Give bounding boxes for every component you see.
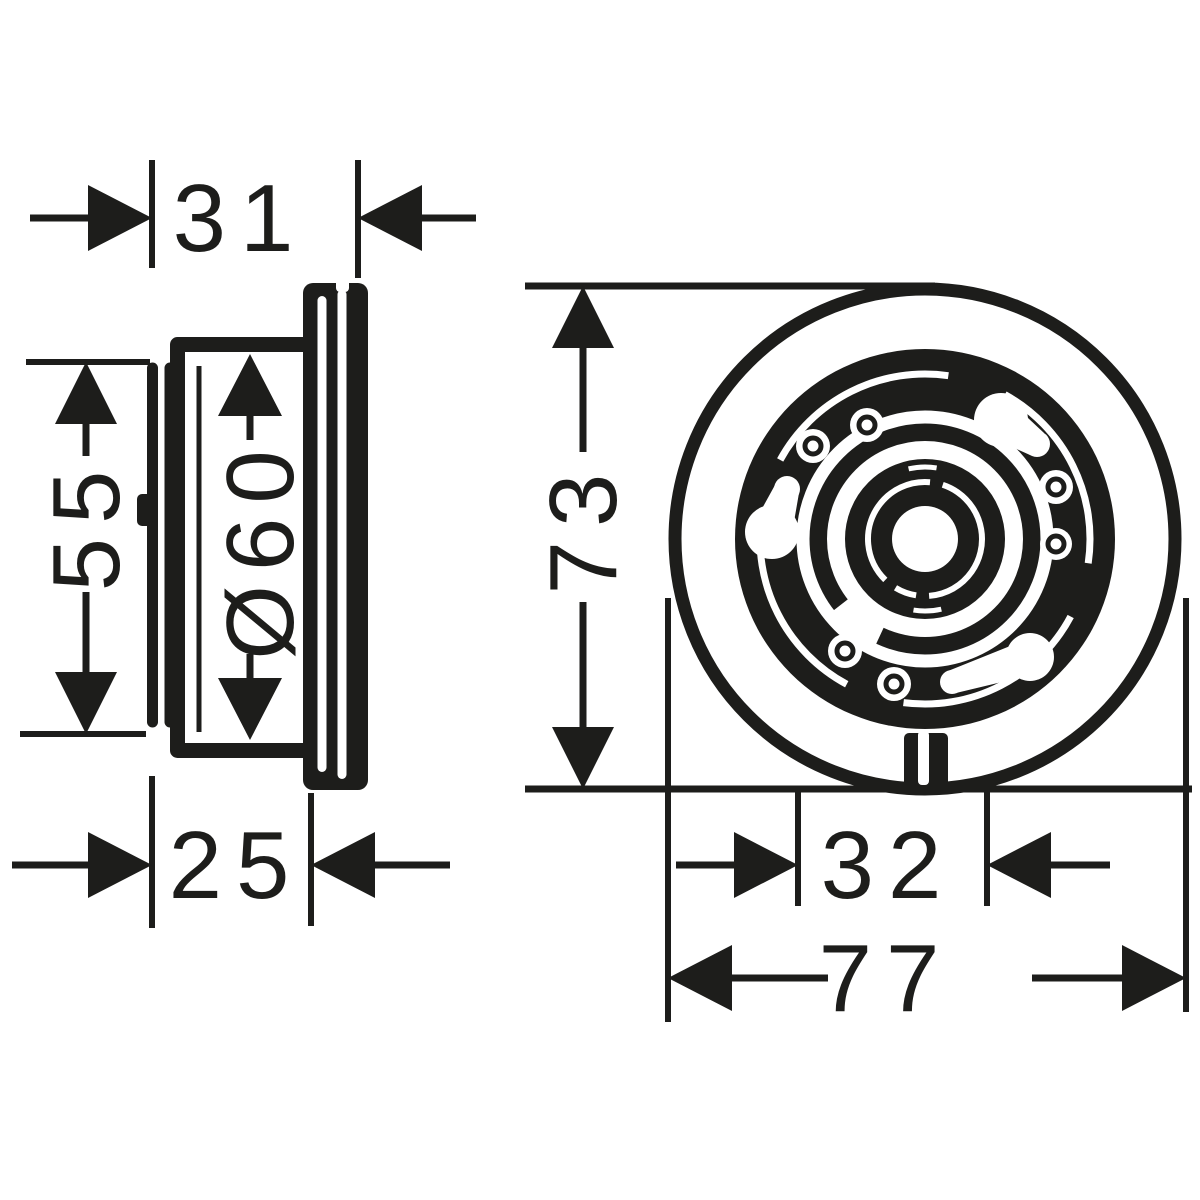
dim-55-label: 55 [33, 457, 140, 592]
keyhole-slot-lower-right [940, 633, 1054, 694]
dim-25-label: 25 [169, 812, 304, 919]
hub-dashed-circle [865, 479, 985, 599]
dim-60: Ø60 [207, 354, 314, 740]
plate-gap-line-2 [337, 290, 347, 779]
dim-60-label: Ø60 [207, 436, 314, 659]
dim-31: 31 [30, 160, 476, 278]
dim-32-label: 32 [821, 812, 956, 919]
ring-separation-inner [827, 441, 1023, 637]
dim-31-label: 31 [173, 165, 308, 272]
hub-dash-marks [850, 464, 1000, 614]
keyhole-slot-upper-right [974, 393, 1050, 457]
sleeve-body-outline [170, 337, 314, 758]
wall-flange-section [147, 362, 176, 728]
dim-32: 32 [676, 791, 1110, 919]
screw-holes [796, 408, 1073, 701]
center-opening [892, 506, 958, 572]
plate-gap-line-1 [317, 296, 327, 772]
flange-separation-arc [756, 370, 1094, 708]
flange-mid-notch [137, 494, 153, 526]
front-view: 73 32 77 [525, 282, 1192, 1032]
plate-top-notch [336, 277, 349, 292]
dim-55: 55 [20, 359, 150, 737]
side-view: 31 55 Ø60 25 [12, 160, 476, 928]
dim-77: 77 [665, 598, 1189, 1032]
dim-73: 73 [525, 282, 1192, 793]
bottom-tab-slot [918, 731, 929, 785]
dim-73-label: 73 [530, 460, 637, 595]
dim-25: 25 [12, 776, 450, 928]
hub-ring-gap [832, 598, 885, 646]
dim-77-label: 77 [819, 925, 954, 1032]
keyhole-slot-left [745, 476, 800, 559]
